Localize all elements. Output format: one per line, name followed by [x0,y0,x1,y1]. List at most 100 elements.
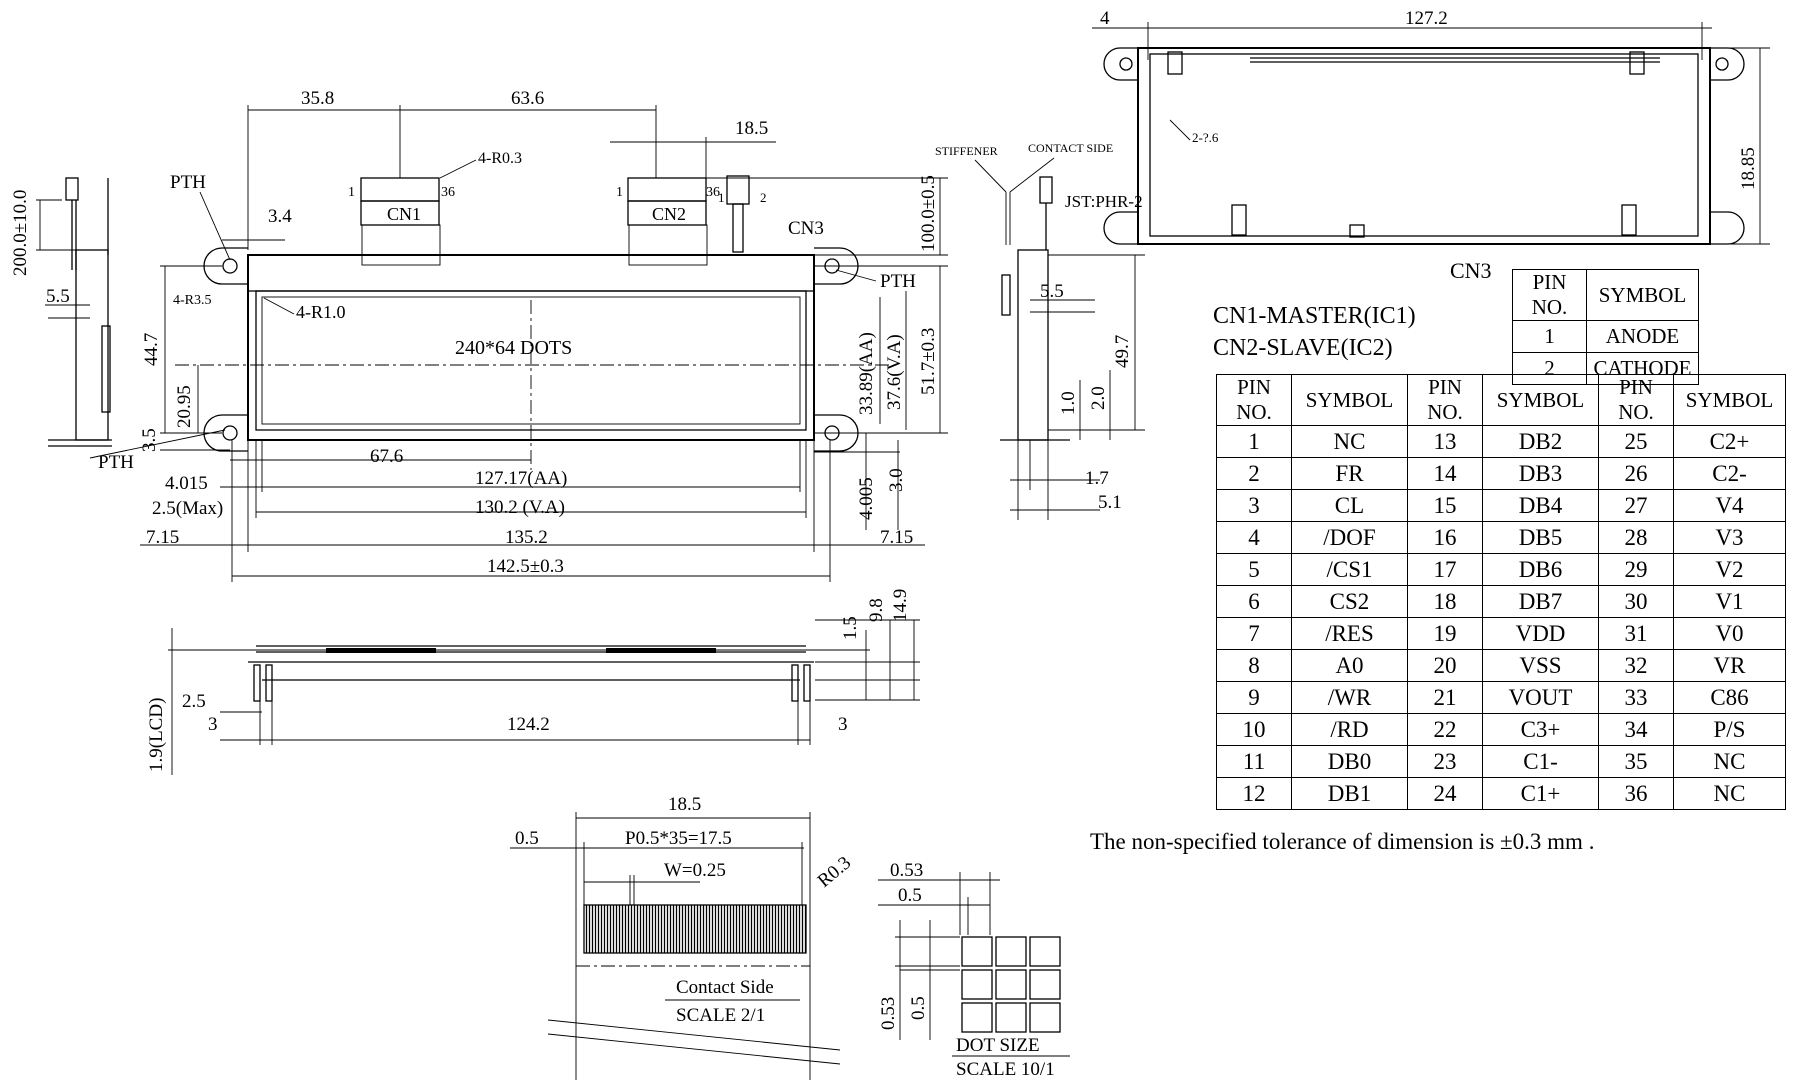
table-cell: V4 [1673,489,1786,522]
dim-4-015: 4.015 [165,473,208,494]
header-cell: PIN NO. [1598,374,1674,426]
cn2-label: CN2 [652,204,686,224]
table-cell: /CS1 [1291,553,1408,586]
table-cell: DB3 [1482,457,1599,490]
cn1-label: CN1 [387,204,421,224]
table-cell: 34 [1598,713,1674,746]
table-cell: 13 [1407,425,1483,458]
table-cell: 10 [1216,713,1292,746]
table-cell: DB0 [1291,745,1408,778]
right-dim-2-0: 2.0 [1088,386,1109,410]
table-cell: 7 [1216,617,1292,650]
dot-size-scale: SCALE 10/1 [956,1059,1055,1080]
table-cell: /RD [1291,713,1408,746]
dot-dim-0-53-top: 0.53 [890,860,923,881]
cn1-pin1: 1 [348,185,355,200]
table-cell: 32 [1598,649,1674,682]
right-dim-1-0: 1.0 [1058,391,1079,415]
table-cell: DB2 [1482,425,1599,458]
table-cell: 19 [1407,617,1483,650]
table-cell: V3 [1673,521,1786,554]
bottom-dim-9-8: 9.8 [866,598,887,622]
jst-label: JST:PHR-2 [1065,192,1143,211]
dim-100: 100.0±0.5 [918,175,939,252]
dim-51-7: 51.7±0.3 [918,328,939,395]
header-cell: SYMBOL [1291,374,1408,426]
table-cell: VOUT [1482,681,1599,714]
pth-right-label: PTH [880,271,916,292]
dot-size-detail: 0.53 0.5 0.53 0.5 DOT SIZE SCALE 10/1 [878,860,1070,1080]
dim-67-6: 67.6 [370,446,403,467]
dim-3-0: 3.0 [886,468,907,492]
dim-2-5max: 2.5(Max) [152,498,223,519]
table-cell: 22 [1407,713,1483,746]
r35-label: 4-R3.5 [173,293,212,308]
fpc-r03: R0.3 [814,852,855,892]
table-cell: 36 [1598,777,1674,810]
table-cell: 3 [1216,489,1292,522]
fpc-width: W=0.25 [664,860,726,881]
table-cell: C1- [1482,745,1599,778]
right-dim-1-7: 1.7 [1085,468,1109,489]
cn1-pin36: 36 [441,185,455,200]
cn1-master-label: CN1-MASTER(IC1) [1213,303,1416,329]
va-height: 37.6(V.A) [884,334,905,410]
table-cell: V0 [1673,617,1786,650]
table-cell: 6 [1216,585,1292,618]
right-side-view: STIFFENER CONTACT SIDE JST:PHR-2 5.5 49.… [935,141,1145,520]
table-cell: V2 [1673,553,1786,586]
header-cell: PIN NO. [1407,374,1483,426]
table-cell: 27 [1598,489,1674,522]
table-cell: 29 [1598,553,1674,586]
table-cell: 16 [1407,521,1483,554]
dots-label: 240*64 DOTS [455,337,572,359]
dim-142-5: 142.5±0.3 [487,556,564,577]
bottom-profile: 2.5 3 124.2 3 1.9(LCD) 1.5 9.8 14.9 [146,589,920,775]
table-cell: 17 [1407,553,1483,586]
right-dim-5-1: 5.1 [1098,492,1122,513]
table-cell: /DOF [1291,521,1408,554]
fpc-pitch: P0.5*35=17.5 [625,828,732,849]
dot-dim-0-53-side: 0.53 [878,997,899,1030]
table-cell: 33 [1598,681,1674,714]
table-cell: 21 [1407,681,1483,714]
table-cell: /RES [1291,617,1408,650]
fpc-contact-side: Contact Side [676,977,774,998]
dim-3-5: 3.5 [139,428,160,452]
dim-18-5-top: 18.5 [735,118,768,139]
cn2-pin1: 1 [616,185,623,200]
dim-44-7: 44.7 [141,333,162,366]
table-cell: CL [1291,489,1408,522]
cn3-pin1: 1 [718,190,725,205]
table-cell: C2- [1673,457,1786,490]
table-cell: 8 [1216,649,1292,682]
header-cell: SYMBOL [1482,374,1599,426]
table-cell: VR [1673,649,1786,682]
left-dim-5-5: 5.5 [46,286,70,307]
bottom-dim-14-9: 14.9 [890,589,911,622]
table-cell: DB7 [1482,585,1599,618]
dim-63-6: 63.6 [511,88,544,109]
right-dim-5-5: 5.5 [1040,281,1064,302]
back-view: 4 127.2 2-?.6 18.85 [1092,8,1770,245]
table-cell: 15 [1407,489,1483,522]
cn3-front-label: CN3 [788,218,824,239]
table-cell: 24 [1407,777,1483,810]
dim-4-005: 4.005 [856,477,877,520]
header-cell: SYMBOL [1586,269,1699,321]
table-cell: 25 [1598,425,1674,458]
header-cell: SYMBOL [1673,374,1786,426]
back-dim-127-2: 127.2 [1405,8,1448,29]
table-cell: NC [1673,745,1786,778]
table-cell: 14 [1407,457,1483,490]
table-cell: 1 [1216,425,1292,458]
table-cell: C2+ [1673,425,1786,458]
dim-7-15-right: 7.15 [880,527,913,548]
